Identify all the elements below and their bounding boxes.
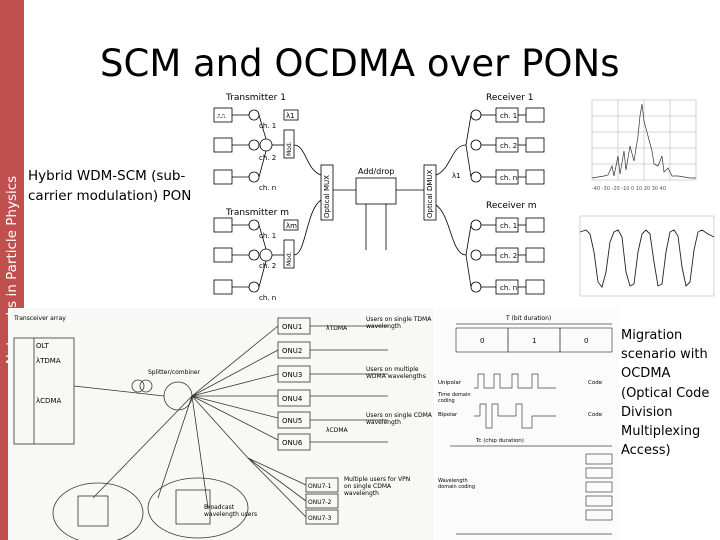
time-domain-label: Time domain coding (438, 392, 471, 404)
transmitterm-label: Transmitter m (225, 208, 289, 218)
slide-title: SCM and OCDMA over PONs (100, 42, 620, 85)
cdma-label: λCDMA (36, 397, 61, 405)
cdma-label: λCDMA (326, 427, 349, 434)
code-label: Code (588, 412, 603, 418)
onu72-label: ONU7-2 (308, 499, 332, 506)
ch1-label: ch. 1 (500, 112, 517, 120)
spectrum-axis-glyph: -40 -30 -20 -10 0 10 20 30 40 (592, 186, 666, 192)
onu6-label: ONU6 (282, 439, 303, 447)
onu2-label: ONU2 (282, 347, 302, 355)
onu73-label: ONU7-3 (308, 515, 332, 522)
broadcast-label: Broadcast wavelength users (204, 504, 258, 518)
wdm-scm-caption: Hybrid WDM-SCM (sub-carrier modulation) … (28, 168, 192, 204)
bit-duration-label: T (bit duration) (505, 315, 551, 322)
code-label: Code (588, 380, 603, 386)
waveform-svg (579, 215, 715, 297)
ch2-label: ch. 2 (259, 154, 276, 162)
users-wdma-label: Users on multiple WDMA wavelengths (366, 366, 426, 380)
scm-diagram-svg: Transmitter 1 Transmitter m Receiver 1 R… (196, 90, 574, 305)
wavelength-domain-label: Wavelength domain coding (438, 478, 476, 490)
waveform-plot (568, 212, 718, 310)
spectrum-svg: -40 -30 -20 -10 0 10 20 30 40 (591, 99, 697, 192)
lambda1-label: λ1 (286, 112, 295, 120)
onu71-label: ONU7-1 (308, 483, 332, 490)
add-drop-box (355, 177, 397, 205)
add-drop-label: Add/drop (358, 167, 394, 176)
chn-label: ch. n (259, 294, 276, 302)
pon-migration-svg: Transceiver array OLT λTDMA λCDMA Splitt… (13, 315, 432, 540)
chn-label: ch. n (500, 174, 517, 182)
unipolar-label: Unipolar (438, 380, 462, 386)
mod-box (283, 239, 295, 269)
chn-label: ch. n (259, 184, 276, 192)
onu5-label: ONU5 (282, 417, 302, 425)
ch2-label: ch. 2 (259, 262, 276, 270)
receiver1-label: Receiver 1 (486, 93, 534, 103)
spectrum-plot: -40 -30 -20 -10 0 10 20 30 40 (578, 96, 698, 196)
splitter-label: Splitter/combiner (148, 369, 201, 376)
bit-value: 0 (480, 337, 484, 345)
scm-diagram-figure: Transmitter 1 Transmitter m Receiver 1 R… (196, 90, 574, 305)
ch1-label: ch. 1 (500, 222, 517, 230)
ocdma-code-figure: T (bit duration) 0 1 0 Unipolar Bipolar … (436, 308, 619, 540)
mod-box (283, 129, 295, 159)
multiple-users-vpn-label: Multiple users for VPN on single CDMA wa… (344, 476, 411, 497)
chip-duration-label: Tc (chip duration) (475, 438, 524, 444)
olt-label: OLT (36, 342, 49, 350)
receiverm-label: Receiver m (486, 201, 537, 211)
optical-demux-label: Optical DMUX (426, 169, 434, 218)
chn-label: ch. n (500, 284, 517, 292)
bipolar-label: Bipolar (438, 412, 458, 418)
users-tdma-label: Users on single TDMA wavelength (366, 316, 432, 330)
tx-signal-glyph: ⎍⎍ (217, 113, 226, 120)
onu4-label: ONU4 (282, 395, 303, 403)
transceiver-array-label: Transceiver array (13, 315, 66, 322)
splitter-circle (163, 381, 193, 411)
ch2-label: ch. 2 (500, 142, 517, 150)
tdma-label: λTDMA (36, 357, 61, 365)
ch1-label: ch. 1 (259, 122, 276, 130)
ocdma-code-svg: T (bit duration) 0 1 0 Unipolar Bipolar … (438, 315, 613, 535)
lambda1-label: λ1 (452, 172, 461, 180)
mod-label: Mod. (286, 251, 293, 266)
onu3-label: ONU3 (282, 371, 302, 379)
lambdam-label: λm (286, 222, 297, 230)
mod-label: Mod. (286, 141, 293, 156)
users-cdma-label: Users on single CDMA wavelength (366, 412, 432, 426)
migration-caption: Migration scenario with OCDMA (Optical C… (621, 328, 710, 459)
optical-demux-box (423, 164, 437, 221)
onu1-label: ONU1 (282, 323, 302, 331)
transmitter1-label: Transmitter 1 (225, 93, 286, 103)
bit-value: 0 (584, 337, 588, 345)
ch2-label: ch. 2 (500, 252, 517, 260)
pon-migration-figure: Transceiver array OLT λTDMA λCDMA Splitt… (8, 308, 434, 540)
optical-mux-box (320, 164, 334, 221)
optical-mux-label: Optical MUX (323, 175, 331, 218)
ch1-label: ch. 1 (259, 232, 276, 240)
tdma-label: λTDMA (326, 325, 348, 332)
olt-box (13, 337, 75, 445)
bit-value: 1 (532, 337, 536, 345)
